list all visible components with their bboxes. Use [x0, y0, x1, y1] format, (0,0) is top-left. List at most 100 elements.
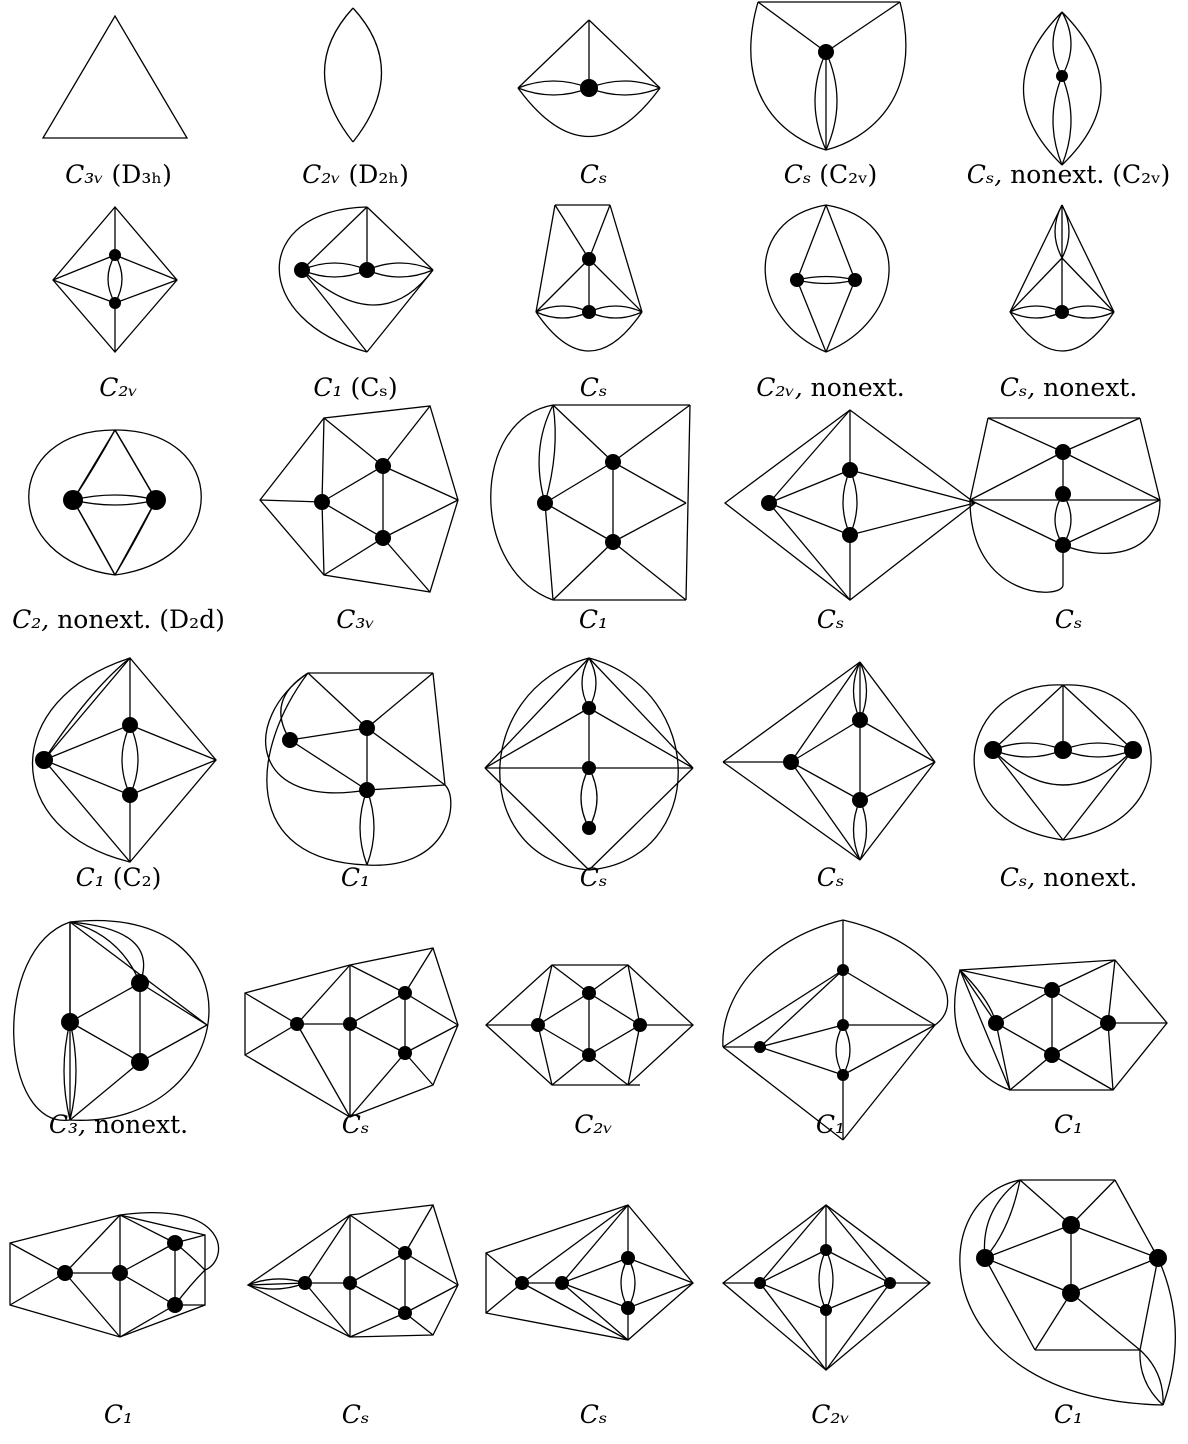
curved-edge: [366, 789, 375, 866]
symmetry-caption: C₁: [237, 863, 474, 892]
curved-edge: [69, 921, 141, 984]
graph-drawing: [722, 661, 936, 861]
graph-drawing: [517, 19, 661, 137]
vertex-dot: [375, 530, 391, 546]
graph-drawing: [244, 947, 459, 1118]
symmetry-caption: C₃ᵥ: [237, 605, 474, 634]
edge: [790, 719, 861, 763]
edge: [119, 1272, 176, 1306]
vertex-dot: [167, 1297, 183, 1313]
edge: [1009, 1054, 1053, 1091]
vertex-dot: [582, 761, 596, 775]
edge: [537, 992, 590, 1026]
edge: [588, 964, 629, 994]
symmetry-group: C₁: [340, 863, 371, 892]
edge: [722, 1046, 844, 1141]
vertex-dot: [537, 495, 553, 511]
curved-edge: [69, 1021, 77, 1121]
curved-edge: [114, 429, 157, 501]
symmetry-group: Cₛ: [816, 863, 845, 892]
vertex-dot: [852, 792, 868, 808]
curved-edge: [581, 657, 590, 709]
edge: [561, 1282, 629, 1309]
graph-drawing: [52, 205, 178, 353]
curved-edge: [366, 269, 434, 278]
graph-drawing: [28, 429, 202, 576]
symmetry-group: C₂ᵥ,: [756, 373, 803, 402]
edge: [612, 502, 687, 543]
edge: [69, 1021, 141, 1063]
curved-edge: [301, 262, 368, 271]
vertex-dot: [820, 1244, 832, 1256]
vertex-dot: [343, 1017, 357, 1031]
edge: [1051, 959, 1116, 991]
edge: [64, 1272, 121, 1338]
curved-edge: [517, 87, 590, 96]
figure-r3c5: Cₛ: [950, 400, 1187, 640]
edge: [759, 1046, 844, 1076]
edge: [627, 964, 641, 1026]
curved-edge: [72, 499, 157, 506]
edge: [757, 1, 827, 53]
edge: [1051, 1054, 1114, 1091]
curved-edge: [722, 919, 844, 1048]
curved-edge: [1061, 11, 1072, 77]
curved-edge: [842, 1024, 851, 1076]
curved-edge: [580, 767, 590, 829]
curved-edge: [588, 87, 661, 96]
edge: [987, 417, 1064, 453]
edge: [537, 1024, 590, 1056]
curved-edge: [842, 469, 851, 536]
curved-edge: [852, 799, 861, 861]
curved-edge: [63, 1021, 71, 1121]
edge: [722, 661, 861, 763]
symmetry-group: Cₛ: [579, 373, 608, 402]
symmetry-caption: Cₛ, nonext. (C₂ᵥ): [950, 160, 1187, 189]
vertex-dot: [1056, 70, 1068, 82]
edge: [825, 1, 901, 53]
edge: [768, 502, 851, 601]
edge: [842, 1024, 936, 1076]
outer-face: [959, 959, 1168, 1091]
edge: [759, 1024, 844, 1048]
edge: [1139, 1257, 1159, 1351]
curved-edge: [1157, 1257, 1177, 1406]
vertex-dot: [582, 821, 596, 835]
figure-r3c4: Cₛ: [712, 400, 977, 640]
symmetry-caption: C₁: [0, 1400, 237, 1429]
edge: [1061, 204, 1115, 313]
symmetry-note: (D₃ₕ): [111, 160, 172, 189]
symmetry-group: C₁: [103, 1400, 134, 1429]
edge: [825, 1204, 891, 1284]
symmetry-group: C₂,: [12, 605, 50, 634]
curved-edge: [588, 80, 661, 89]
symmetry-caption: C₂ᵥ: [712, 1400, 949, 1429]
curved-edge: [764, 204, 827, 353]
edge: [588, 657, 694, 769]
symmetry-group: C₁: [313, 373, 343, 402]
vertex-dot: [343, 1276, 357, 1290]
graph-drawing: [278, 206, 434, 353]
curved-edge: [1139, 1349, 1164, 1406]
symmetry-group: Cₛ: [579, 160, 608, 189]
edge: [304, 1282, 351, 1338]
edge: [349, 964, 406, 994]
symmetry-group: C₃,: [48, 1110, 86, 1139]
edge: [366, 672, 434, 729]
curved-edge: [1062, 684, 1152, 841]
symmetry-group: C₂ᵥ: [99, 373, 138, 402]
edge: [64, 1214, 121, 1274]
outer-face: [41, 14, 189, 139]
edge: [404, 1252, 459, 1286]
curved-edge: [129, 724, 139, 796]
edge: [1070, 1257, 1159, 1294]
vertex-dot: [976, 1249, 994, 1267]
symmetry-caption: C₁: [950, 1110, 1187, 1139]
edge: [825, 1282, 891, 1311]
graph-drawing: [969, 417, 1161, 593]
symmetry-caption: C₁: [712, 1110, 949, 1139]
symmetry-group: C₂ᵥ: [302, 160, 341, 189]
graph-drawing: [954, 959, 1168, 1091]
symmetry-caption: Cₛ: [475, 863, 712, 892]
vertex-dot: [35, 751, 53, 769]
